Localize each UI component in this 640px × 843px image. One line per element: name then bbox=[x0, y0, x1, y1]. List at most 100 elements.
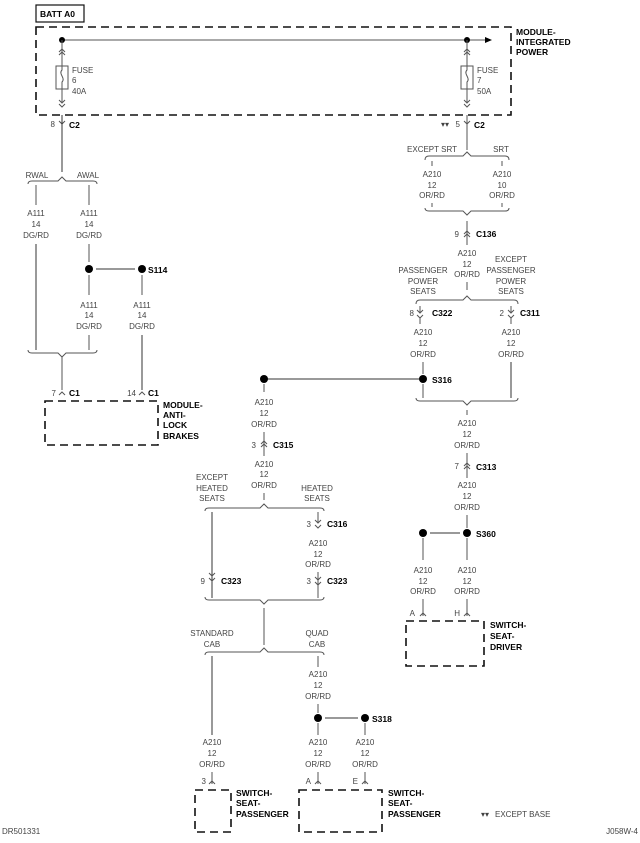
svg-text:SEAT-: SEAT- bbox=[490, 631, 515, 641]
option-heated-seats: HEATED SEATS bbox=[301, 484, 333, 503]
fuse-7-label: FUSE bbox=[477, 66, 498, 75]
arrow-icon bbox=[485, 37, 492, 43]
passenger-switch-quad-title: SWITCH- SEAT- PASSENGER bbox=[388, 788, 441, 819]
c311-pin: 2 bbox=[500, 309, 505, 318]
svg-text:POWER: POWER bbox=[516, 47, 548, 57]
svg-text:SEAT-: SEAT- bbox=[388, 798, 413, 808]
svg-text:OR/RD: OR/RD bbox=[305, 560, 331, 569]
svg-text:DG/RD: DG/RD bbox=[76, 231, 102, 240]
wire-label-a111-s114-right: A111 14 DG/RD bbox=[129, 301, 155, 331]
splice-s318-label: S318 bbox=[372, 714, 392, 724]
pass-quad-pin-e: E bbox=[353, 777, 358, 786]
driver-switch-title: SWITCH- SEAT- DRIVER bbox=[490, 620, 527, 652]
svg-text:OR/RD: OR/RD bbox=[498, 350, 524, 359]
splice-s316-label: S316 bbox=[432, 375, 452, 385]
c316-label: C316 bbox=[327, 519, 348, 529]
svg-text:OR/RD: OR/RD bbox=[454, 503, 480, 512]
svg-text:14: 14 bbox=[85, 220, 94, 229]
svg-text:A210: A210 bbox=[309, 539, 328, 548]
svg-text:A210: A210 bbox=[458, 249, 477, 258]
svg-text:A111: A111 bbox=[80, 209, 98, 218]
splice-s114-label: S114 bbox=[148, 265, 168, 275]
svg-text:PASSENGER: PASSENGER bbox=[388, 809, 441, 819]
wire-label-a210-quad-cab: A210 12 OR/RD bbox=[305, 670, 331, 701]
splice-s360-label: S360 bbox=[476, 529, 496, 539]
svg-text:SEATS: SEATS bbox=[304, 494, 330, 503]
option-except-passenger-power-seats: EXCEPT PASSENGER POWER SEATS bbox=[486, 255, 535, 296]
svg-text:PASSENGER: PASSENGER bbox=[486, 266, 535, 275]
svg-text:A210: A210 bbox=[458, 419, 477, 428]
svg-text:12: 12 bbox=[314, 681, 323, 690]
c1-right-pin: 14 bbox=[127, 389, 136, 398]
driver-pin-a: A bbox=[410, 609, 416, 618]
ipm-module-box bbox=[35, 26, 512, 116]
option-brace bbox=[424, 151, 510, 161]
wire-label-a111-s114-left: A111 14 DG/RD bbox=[76, 301, 102, 331]
svg-text:OR/RD: OR/RD bbox=[454, 441, 480, 450]
fuse-6-rating: 40A bbox=[72, 87, 87, 96]
svg-text:OR/RD: OR/RD bbox=[199, 760, 225, 769]
legend-marker: ▾▾ bbox=[481, 810, 489, 819]
connector-chevron-icon bbox=[463, 230, 471, 238]
wire-label-a111-awal: A111 14 DG/RD bbox=[76, 209, 102, 240]
connector-chevron-icon bbox=[314, 573, 322, 586]
svg-text:A210: A210 bbox=[423, 170, 442, 179]
wire-label-a210-s316-down: A210 12 OR/RD bbox=[454, 419, 480, 450]
svg-text:12: 12 bbox=[428, 181, 437, 190]
option-brace bbox=[204, 596, 325, 605]
option-brace bbox=[424, 207, 510, 216]
svg-text:A111: A111 bbox=[80, 301, 98, 310]
splice-s360-node bbox=[463, 529, 471, 537]
svg-text:A210: A210 bbox=[309, 670, 328, 679]
option-quad-cab: QUAD CAB bbox=[305, 629, 328, 649]
wire-label-a210-c322: A210 12 OR/RD bbox=[410, 328, 436, 359]
splice-s316-node bbox=[419, 375, 427, 383]
wire-label-a210-c311: A210 12 OR/RD bbox=[498, 328, 524, 359]
svg-text:12: 12 bbox=[419, 339, 428, 348]
svg-text:DRIVER: DRIVER bbox=[490, 642, 522, 652]
svg-text:12: 12 bbox=[463, 430, 472, 439]
option-brace bbox=[204, 647, 325, 656]
svg-text:DG/RD: DG/RD bbox=[23, 231, 49, 240]
svg-text:10: 10 bbox=[498, 181, 507, 190]
wire-label-a210-pass-std: A210 12 OR/RD bbox=[199, 738, 225, 769]
svg-text:CAB: CAB bbox=[204, 640, 220, 649]
svg-text:OR/RD: OR/RD bbox=[352, 760, 378, 769]
footer-right-code: J058W-4 bbox=[606, 827, 638, 836]
svg-text:OR/RD: OR/RD bbox=[419, 191, 445, 200]
abs-module-title: MODULE- ANTI- LOCK BRAKES bbox=[163, 400, 203, 441]
svg-text:OR/RD: OR/RD bbox=[251, 481, 277, 490]
option-brace bbox=[415, 397, 519, 406]
fuse-7-number: 7 bbox=[477, 76, 482, 85]
connector-chevron-icon bbox=[416, 306, 424, 319]
connector-chevron-icon bbox=[463, 48, 471, 56]
c323-left-pin: 9 bbox=[201, 577, 206, 586]
abs-module-box bbox=[44, 400, 159, 446]
connector-chevron-icon bbox=[58, 99, 66, 108]
wire-label-a210-srt: A210 10 OR/RD bbox=[489, 170, 515, 200]
c2-right-label: C2 bbox=[474, 120, 485, 130]
wire-label-a210-pass-quad-a: A210 12 OR/RD bbox=[305, 738, 331, 769]
svg-text:14: 14 bbox=[138, 311, 147, 320]
option-rwal: RWAL bbox=[26, 171, 49, 180]
svg-text:12: 12 bbox=[208, 749, 217, 758]
svg-text:SWITCH-: SWITCH- bbox=[388, 788, 425, 798]
c2-right-note-marker: ▾▾ bbox=[441, 120, 449, 129]
option-except-heated-seats: EXCEPT HEATED SEATS bbox=[196, 473, 228, 503]
splice-s114-node bbox=[85, 265, 93, 273]
c316-pin: 3 bbox=[307, 520, 312, 529]
option-brace bbox=[415, 295, 519, 305]
svg-text:A210: A210 bbox=[203, 738, 222, 747]
svg-text:A111: A111 bbox=[27, 209, 45, 218]
connector-chevron-icon bbox=[463, 462, 471, 470]
wire-label-a210-driver-a: A210 12 OR/RD bbox=[410, 566, 436, 596]
svg-text:A210: A210 bbox=[493, 170, 512, 179]
svg-text:OR/RD: OR/RD bbox=[305, 692, 331, 701]
svg-text:A210: A210 bbox=[458, 481, 477, 490]
footer-left-code: DR501331 bbox=[2, 827, 41, 836]
svg-text:HEATED: HEATED bbox=[301, 484, 333, 493]
c311-label: C311 bbox=[520, 308, 540, 318]
passenger-switch-quad-box bbox=[298, 789, 383, 833]
connector-chevron-icon bbox=[260, 440, 268, 448]
svg-text:HEATED: HEATED bbox=[196, 484, 228, 493]
